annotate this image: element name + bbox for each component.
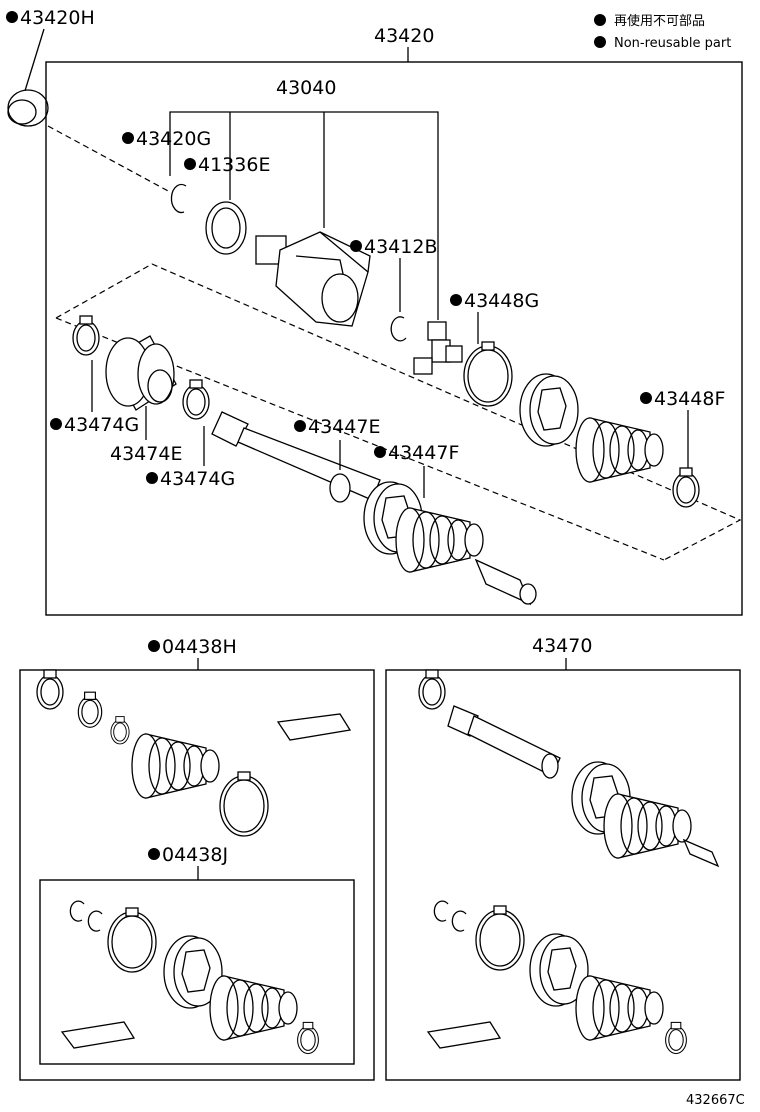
boot-band-icon <box>475 905 525 971</box>
label-04438J: 04438J <box>162 844 228 866</box>
clamp-icon <box>672 467 700 508</box>
kit-04438J-parts <box>60 900 319 1055</box>
boot-band-icon <box>463 341 513 407</box>
inboard-boot-ring-icon <box>519 373 579 447</box>
label-43447E: 43447E <box>308 416 380 438</box>
label-43448G: 43448G <box>464 290 539 312</box>
dust-seal-icon <box>7 89 49 127</box>
clamp-icon <box>36 669 64 710</box>
boot-icon <box>575 417 664 483</box>
figure-id: 432667C <box>686 1093 745 1108</box>
label-41336E: 41336E <box>198 154 270 176</box>
legend-english: Non-reusable part <box>614 36 731 51</box>
label-43474E: 43474E <box>110 443 182 465</box>
label-43474G-a: 43474G <box>64 414 139 436</box>
snap-ring-icon <box>170 183 187 214</box>
label-43448F: 43448F <box>654 388 725 410</box>
clamp-icon <box>418 669 446 710</box>
label-43420G: 43420G <box>136 128 211 150</box>
label-43470: 43470 <box>532 635 592 657</box>
non-reusable-dot-icon <box>6 11 18 23</box>
boot-icon <box>131 733 220 799</box>
grease-pack-icon <box>426 1021 502 1049</box>
clamp-icon <box>72 315 100 356</box>
clamp-icon <box>77 691 103 728</box>
label-43040: 43040 <box>276 77 336 99</box>
label-04438H: 04438H <box>162 636 237 658</box>
label-43412B: 43412B <box>364 236 437 258</box>
tripod-icon <box>413 321 463 375</box>
label-43474G-b: 43474G <box>160 468 235 490</box>
assembly-box-43470 <box>385 669 741 1081</box>
boot-band-icon <box>219 771 269 837</box>
drive-shaft-icon <box>211 411 537 606</box>
label-43447F: 43447F <box>388 442 459 464</box>
grease-pack-icon <box>276 713 352 741</box>
kit-04438H-parts <box>36 669 352 837</box>
legend: 再使用不可部品 Non-reusable part <box>594 13 731 51</box>
damper-icon <box>105 335 177 411</box>
boot-band-icon <box>107 907 157 973</box>
oil-seal-icon <box>205 201 247 255</box>
legend-dot-icon <box>594 36 606 48</box>
snap-ring-icon <box>390 316 407 342</box>
clamp-icon <box>110 716 130 745</box>
inboard-joint-housing-icon <box>255 231 371 327</box>
assembly-box-43420 <box>45 61 743 616</box>
grease-pack-icon <box>60 1021 136 1049</box>
label-43420H: 43420H <box>20 7 95 29</box>
label-43420: 43420 <box>374 25 434 47</box>
kit-box-04438H <box>19 669 375 1081</box>
kit-43470-parts <box>418 669 720 1055</box>
legend-dot-icon <box>594 14 606 26</box>
boot-icon <box>575 975 664 1041</box>
boot-icon <box>209 975 298 1041</box>
clamp-icon <box>182 379 210 420</box>
legend-japanese: 再使用不可部品 <box>614 13 705 29</box>
kit-box-04438J <box>39 879 355 1065</box>
part-43420H[interactable]: 43420H <box>6 7 95 127</box>
boot-icon <box>603 793 692 859</box>
clamp-icon <box>665 1021 687 1055</box>
clamp-icon <box>297 1021 319 1055</box>
